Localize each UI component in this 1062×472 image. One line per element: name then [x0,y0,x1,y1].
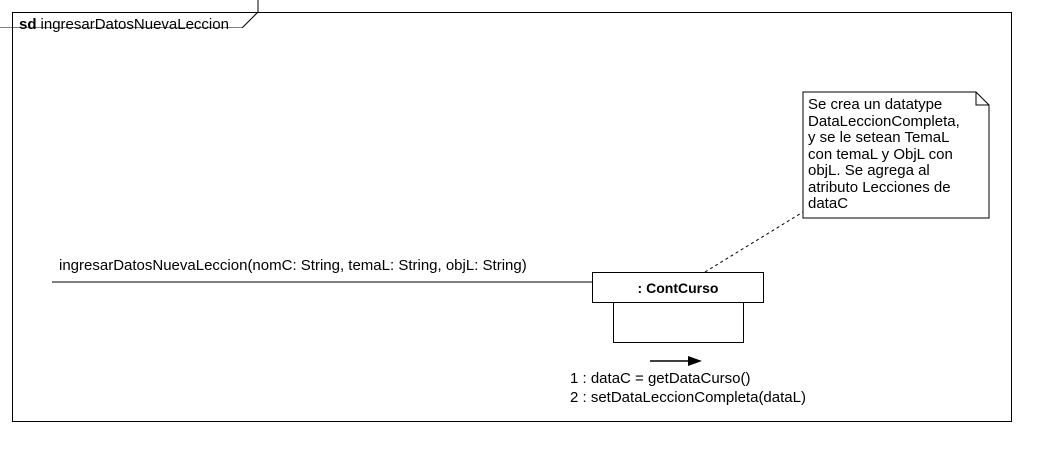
incoming-message-label: ingresarDatosNuevaLeccion(nomC: String, … [59,257,527,274]
note-connector [704,211,804,273]
note-line: Se crea un datatype [808,96,943,113]
call-label: 1 : dataC = getDataCurso() [570,370,751,387]
note-line: con temaL y ObjL con [808,145,953,163]
note-line: dataC [808,195,849,212]
lifeline-name: : ContCurso [637,279,719,296]
lifeline-contcurso[interactable]: : ContCurso [592,272,764,303]
note-shape [802,91,990,219]
activation-bar [613,303,744,343]
frame-name: ingresarDatosNuevaLeccion [40,16,229,33]
note-line: DataLeccionCompleta, [808,112,960,130]
note-line: objL. Se agrega al [808,162,930,179]
sequence-frame [12,12,1012,422]
note-line: y se le setean TemaL [808,129,950,146]
frame-keyword: sd [19,16,37,33]
note-line: atributo Lecciones de [808,178,951,196]
frame-tab [0,0,259,28]
call-direction-arrowhead [688,356,702,366]
note-fold [975,92,989,106]
note-text: Se crea un datatype DataLeccionCompleta,… [808,96,984,213]
call-label: 2 : setDataLeccionCompleta(dataL) [570,389,806,406]
